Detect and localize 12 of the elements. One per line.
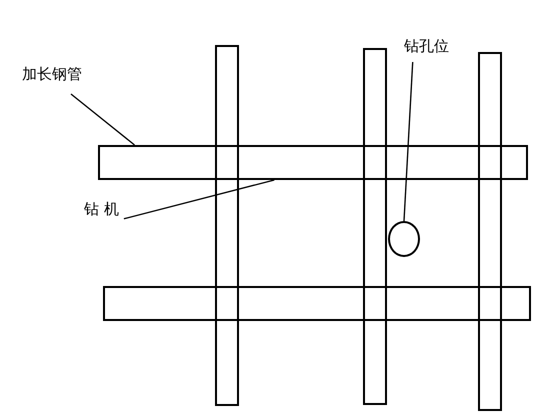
steel-pipe-bar	[215, 45, 239, 406]
drill-hole-circle	[388, 221, 420, 257]
steel-pipe-bar	[363, 48, 387, 405]
label-text: 钻 机	[84, 199, 122, 221]
leader-line	[70, 94, 135, 146]
steel-pipe-bar	[98, 145, 528, 180]
label-text: 钻孔位	[404, 36, 462, 56]
steel-pipe-bar	[478, 52, 502, 411]
leader-line	[403, 62, 414, 222]
leader-line	[124, 179, 274, 220]
label-text: 加长钢管	[22, 64, 94, 84]
steel-pipe-bar	[103, 286, 531, 321]
